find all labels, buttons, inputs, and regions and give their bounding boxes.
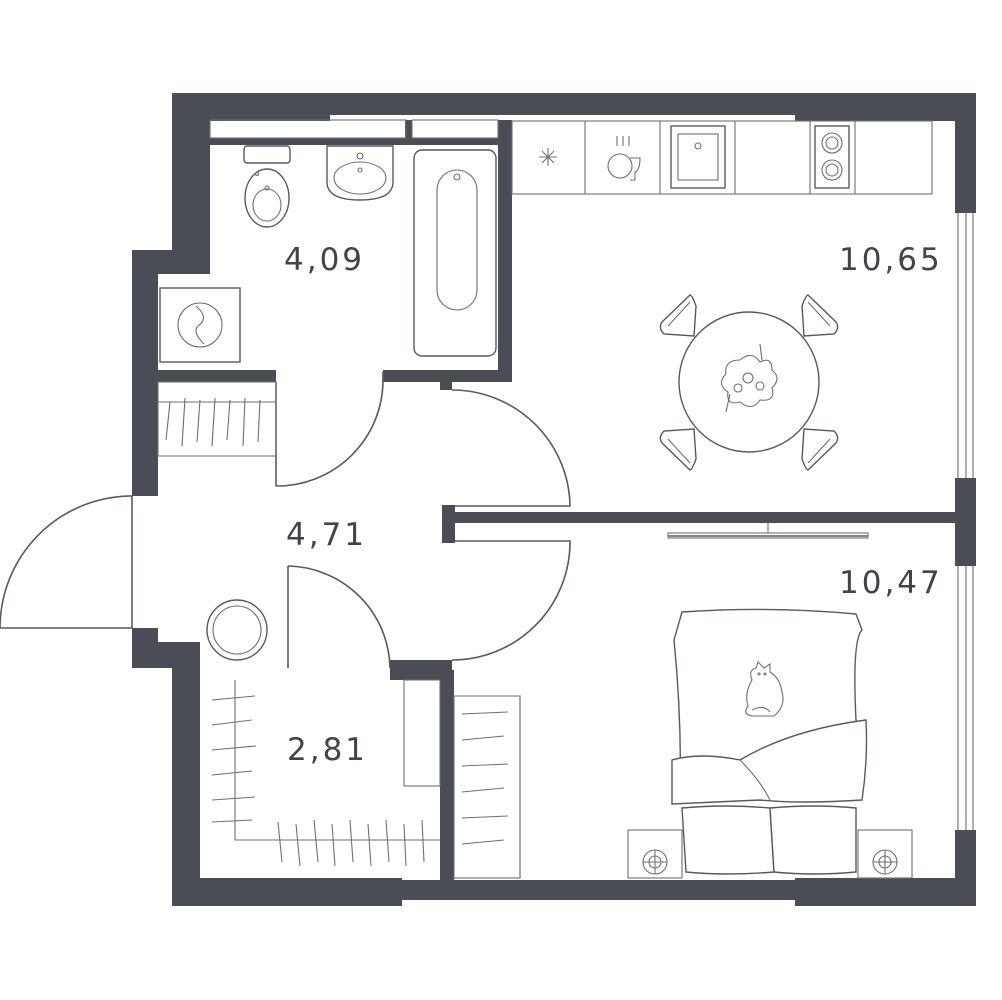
dishwasher-icon — [607, 136, 641, 181]
chair-icon — [801, 428, 839, 471]
bathroom-fixtures — [159, 119, 499, 363]
bedroom-wardrobe — [453, 695, 521, 879]
walls — [132, 93, 976, 906]
kitchen-sink-icon — [670, 125, 726, 189]
cat-icon — [745, 660, 784, 717]
sink-icon — [326, 145, 394, 201]
bathtub-icon — [413, 149, 497, 357]
nightstands — [627, 829, 913, 879]
windows — [957, 213, 974, 830]
chair-icon — [659, 428, 697, 471]
storage-area-label: 2,81 — [287, 732, 368, 768]
hall-area-label: 4,71 — [286, 517, 367, 553]
hall-closet — [157, 381, 277, 661]
tv-icon — [667, 523, 869, 539]
lamp-icon — [872, 849, 898, 875]
storage-wardrobe — [211, 679, 441, 867]
flowers-icon — [720, 343, 778, 413]
chair-icon — [801, 294, 839, 337]
kitchen-area-label: 10,65 — [839, 242, 943, 278]
bed — [671, 608, 868, 875]
dining-set — [659, 294, 839, 471]
bathroom-area-label: 4,09 — [284, 242, 365, 278]
round-rug-icon — [206, 599, 268, 661]
toilet-icon — [243, 145, 291, 228]
kitchen-counter — [511, 120, 933, 195]
chair-icon — [659, 294, 697, 337]
stove-icon — [814, 125, 850, 189]
washing-machine-icon — [159, 287, 241, 363]
bedroom-area-label: 10,47 — [839, 565, 943, 601]
lamp-icon — [642, 849, 668, 875]
dining-table-icon — [678, 311, 820, 453]
fridge-icon — [539, 148, 557, 166]
